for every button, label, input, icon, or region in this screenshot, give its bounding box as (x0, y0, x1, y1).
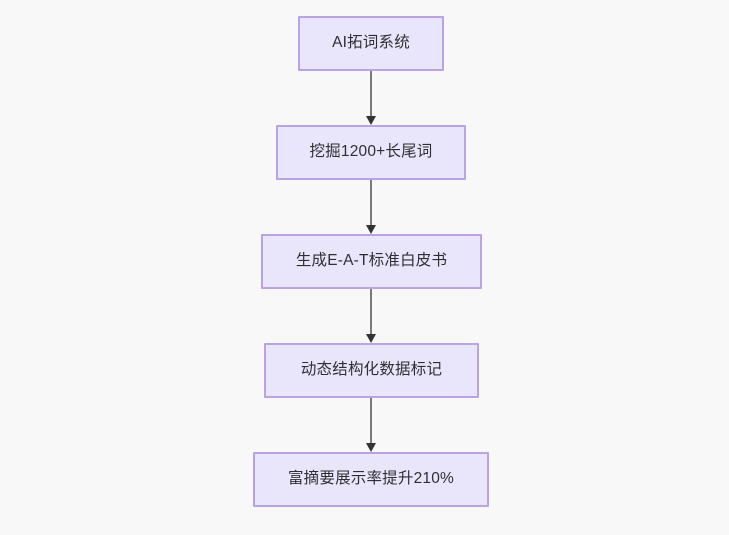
arrowhead-icon (366, 225, 376, 234)
flowchart-node-dynamic-structured-data-markup[interactable]: 动态结构化数据标记 (264, 343, 479, 398)
flowchart-node-rich-snippet-impression-lift[interactable]: 富摘要展示率提升210% (253, 452, 489, 507)
flowchart-node-label: 生成E-A-T标准白皮书 (295, 252, 448, 270)
arrowhead-icon (366, 334, 376, 343)
arrowhead-icon (366, 116, 376, 125)
flowchart-node-label: 动态结构化数据标记 (300, 361, 443, 379)
flowchart-node-label: 富摘要展示率提升210% (287, 470, 455, 488)
flowchart-node-generate-eat-whitepaper[interactable]: 生成E-A-T标准白皮书 (261, 234, 482, 289)
flowchart-node-mine-longtail-keywords[interactable]: 挖掘1200+长尾词 (276, 125, 466, 180)
arrowhead-icon (366, 443, 376, 452)
flowchart-node-label: AI拓词系统 (332, 34, 410, 52)
edge-line (370, 398, 372, 443)
flowchart-node-ai-keyword-system[interactable]: AI拓词系统 (298, 16, 444, 71)
edge-line (370, 71, 372, 116)
edge-line (370, 289, 372, 334)
edge-line (370, 180, 372, 225)
flowchart-node-label: 挖掘1200+长尾词 (309, 143, 433, 161)
